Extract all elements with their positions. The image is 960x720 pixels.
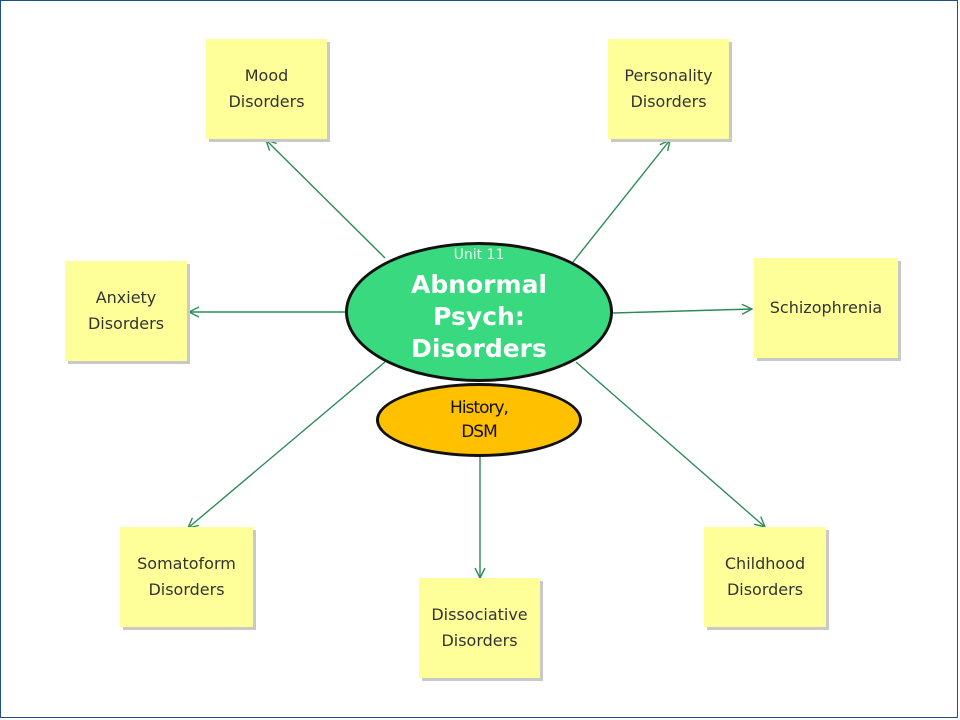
central-topic-title: Abnormal Psych: Disorders — [410, 270, 548, 363]
arrow-to-childhood — [575, 361, 765, 527]
history-dsm-label: History, DSM — [450, 398, 509, 442]
central-topic-ellipse: Unit 11 Abnormal Psych: Disorders — [345, 242, 613, 382]
dissociative-disorders-label: Dissociative Disorders — [431, 605, 528, 650]
arrow-to-mood — [266, 140, 386, 259]
anxiety-disorders-label: Anxiety Disorders — [87, 288, 165, 333]
somatoform-disorders-note: Somatoform Disorders — [120, 527, 253, 627]
somatoform-disorders-label: Somatoform Disorders — [137, 554, 236, 599]
mood-disorders-note: Mood Disorders — [206, 39, 327, 139]
schizophrenia-label: Schizophrenia — [769, 298, 883, 317]
childhood-disorders-label: Childhood Disorders — [724, 554, 806, 599]
dissociative-disorders-note: Dissociative Disorders — [419, 578, 540, 678]
personality-disorders-note: Personality Disorders — [608, 39, 729, 139]
history-dsm-ellipse: History, DSM — [376, 383, 582, 457]
childhood-disorders-note: Childhood Disorders — [704, 527, 826, 627]
arrow-to-schizophrenia — [612, 309, 752, 313]
unit-label: Unit 11 — [453, 247, 505, 263]
arrow-to-somatoform — [188, 361, 386, 528]
arrow-to-personality — [572, 140, 670, 263]
schizophrenia-note: Schizophrenia — [754, 258, 898, 358]
anxiety-disorders-note: Anxiety Disorders — [65, 261, 187, 361]
personality-disorders-label: Personality Disorders — [624, 66, 713, 111]
mood-disorders-label: Mood Disorders — [228, 66, 305, 111]
